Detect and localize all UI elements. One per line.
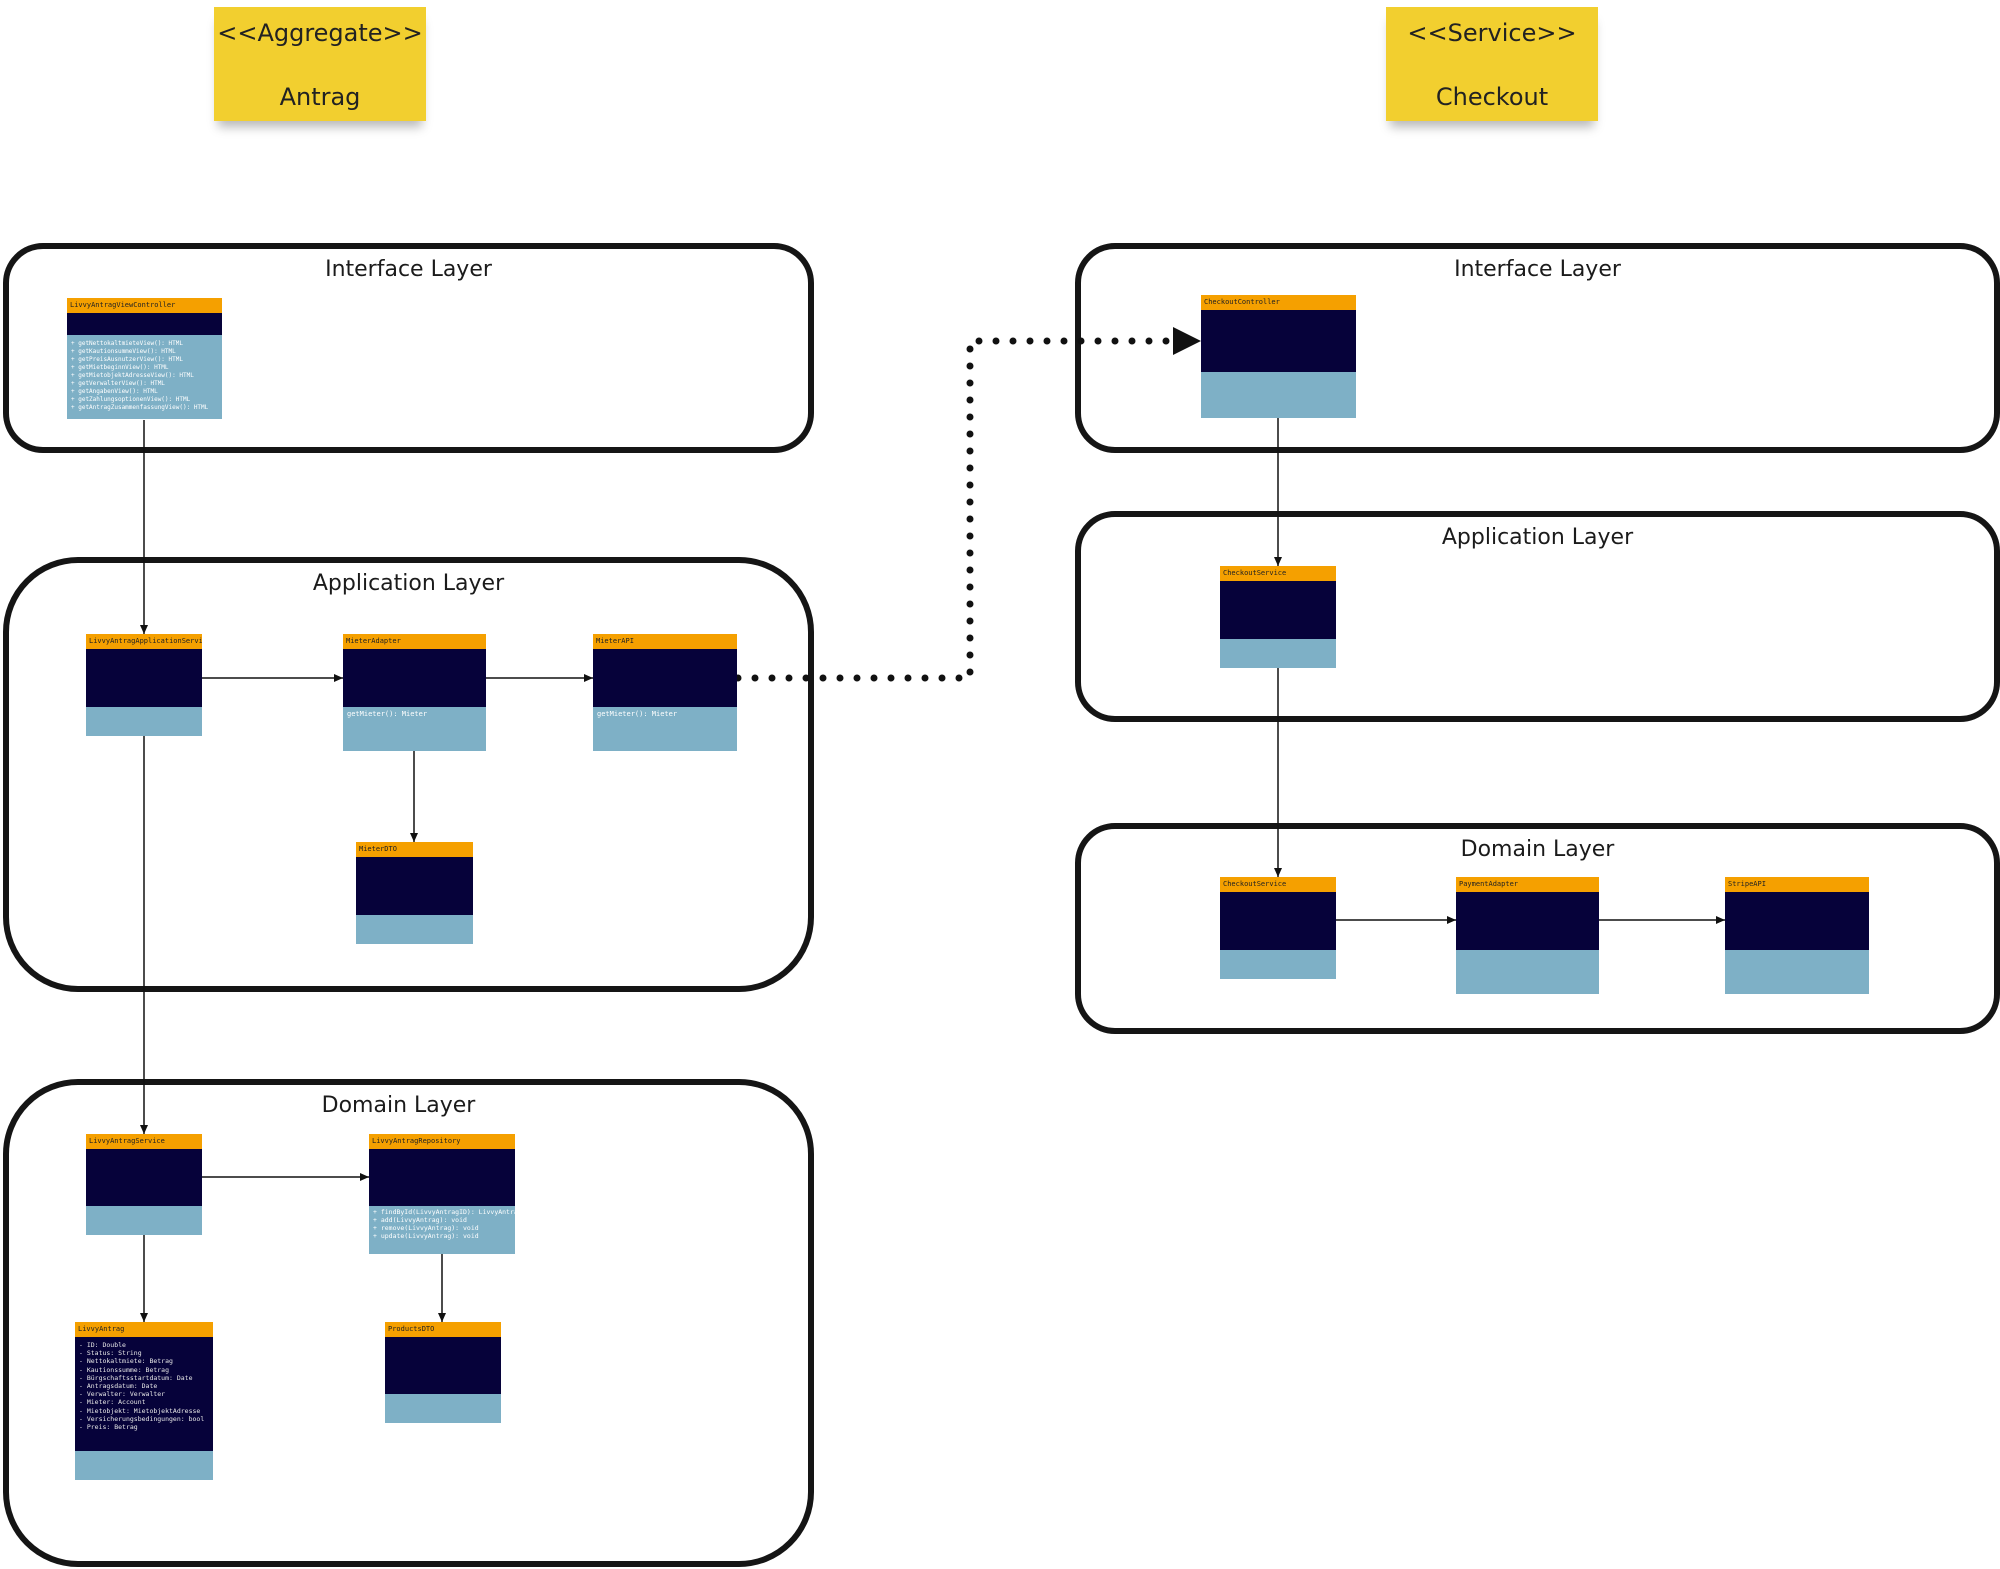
class-methods (86, 1206, 202, 1235)
class-mieter-dto[interactable]: MieterDTO (356, 842, 473, 944)
class-livvyantrag-entity[interactable]: LivvyAntrag - ID: Double - Status: Strin… (75, 1322, 213, 1480)
class-name: LivvyAntragRepository (369, 1134, 515, 1149)
attribute: - Kautionssumme: Betrag (79, 1365, 170, 1374)
class-attributes (356, 857, 473, 915)
class-name: PaymentAdapter (1456, 877, 1599, 892)
class-name: LivvyAntrag (75, 1322, 213, 1337)
class-name: MieterDTO (356, 842, 473, 857)
sticky-stereotype: <<Aggregate>> (217, 19, 423, 47)
class-methods (86, 707, 202, 736)
attribute: - Verwalter: Verwalter (79, 1390, 166, 1399)
class-attributes (1220, 892, 1336, 950)
class-name: CheckoutService (1220, 566, 1336, 581)
method: + findById(LivvyAntragID): LivvyAntrag (373, 1208, 515, 1216)
class-name: CheckoutService (1220, 877, 1336, 892)
method: + getNettokaltmieteView(): HTML (71, 340, 183, 347)
layer-title: Interface Layer (1454, 257, 1621, 282)
sticky-service[interactable]: <<Service>> Checkout (1386, 7, 1598, 121)
method: + getMietbeginnView(): HTML (71, 364, 169, 371)
method: + remove(LivvyAntrag): void (373, 1224, 479, 1232)
class-name: MieterAdapter (343, 634, 486, 649)
method: + getVerwalterView(): HTML (71, 380, 165, 387)
method: getMieter(): Mieter (597, 710, 678, 718)
attribute: - ID: Double (79, 1341, 126, 1349)
class-attributes (343, 649, 486, 707)
class-checkout-service-domain[interactable]: CheckoutService (1220, 877, 1336, 979)
class-methods: getMieter(): Mieter (343, 707, 486, 751)
class-attributes (1201, 310, 1356, 372)
class-methods: + getNettokaltmieteView(): HTML + getKau… (67, 335, 222, 419)
method: + getKautionsummeView(): HTML (71, 348, 176, 355)
class-methods (1456, 950, 1599, 994)
class-livvyantrag-view-controller[interactable]: LivvyAntragViewController + getNettokalt… (67, 298, 222, 419)
method: + update(LivvyAntrag): void (373, 1232, 479, 1240)
class-name: CheckoutController (1201, 295, 1356, 310)
class-methods (356, 915, 473, 944)
class-methods (75, 1451, 213, 1480)
sticky-aggregate[interactable]: <<Aggregate>> Antrag (214, 7, 426, 121)
class-livvyantrag-service[interactable]: LivvyAntragService (86, 1134, 202, 1235)
class-livvyantrag-repository[interactable]: LivvyAntragRepository + findById(LivvyAn… (369, 1134, 515, 1254)
attribute: - Bürgschaftsstartdatum: Date (79, 1373, 193, 1382)
class-name: MieterAPI (593, 634, 737, 649)
class-name: LivvyAntragService (86, 1134, 202, 1149)
attribute: - Mieter: Account (79, 1398, 146, 1407)
class-attributes: - ID: Double - Status: String - Nettokal… (75, 1337, 213, 1451)
class-checkout-service-app[interactable]: CheckoutService (1220, 566, 1336, 668)
method: + add(LivvyAntrag): void (373, 1216, 467, 1224)
class-attributes (593, 649, 737, 707)
edge-mieterapi-to-checkoutcontroller-dotted (734, 337, 1179, 682)
class-attributes (1456, 892, 1599, 950)
class-attributes (1725, 892, 1869, 950)
layer-title: Application Layer (1441, 525, 1634, 550)
class-name: LivvyAntragViewController (67, 298, 222, 313)
class-name: StripeAPI (1725, 877, 1869, 892)
method: + getAngaben​View(): HTML (71, 388, 158, 395)
class-mieter-api[interactable]: MieterAPI getMieter(): Mieter (593, 634, 737, 751)
class-products-dto[interactable]: ProductsDTO (385, 1322, 501, 1423)
attribute: - Mietobjekt: MietobjektAdresse (79, 1406, 201, 1415)
class-checkout-controller[interactable]: CheckoutController (1201, 295, 1356, 418)
class-methods (1725, 950, 1869, 994)
sticky-stereotype: <<Service>> (1407, 19, 1577, 47)
class-methods: getMieter(): Mieter (593, 707, 737, 751)
method: getMieter(): Mieter (347, 710, 428, 718)
attribute: - Nettokaltmiete: Betrag (79, 1357, 173, 1366)
class-mieter-adapter[interactable]: MieterAdapter getMieter(): Mieter (343, 634, 486, 751)
sticky-name: Checkout (1435, 83, 1549, 111)
class-attributes (86, 649, 202, 707)
class-attributes (67, 313, 222, 335)
class-methods (1201, 372, 1356, 418)
class-stripe-api[interactable]: StripeAPI (1725, 877, 1869, 994)
class-payment-adapter[interactable]: PaymentAdapter (1456, 877, 1599, 994)
method: + getAntragZusammenfassungView(): HTML (71, 404, 209, 411)
class-methods: + findById(LivvyAntragID): LivvyAntrag +… (369, 1206, 515, 1254)
arrowhead-dotted (1173, 327, 1201, 355)
sticky-name: Antrag (279, 83, 361, 111)
layer-title: Application Layer (312, 571, 505, 596)
class-attributes (86, 1149, 202, 1206)
class-methods (385, 1394, 501, 1423)
class-methods (1220, 950, 1336, 979)
class-livvyantrag-application-service[interactable]: LivvyAntragApplicationService (86, 634, 202, 736)
attribute: - Preis: Betrag (79, 1423, 138, 1432)
method: + getZahlungsoptionenView(): HTML (71, 396, 191, 403)
method: + getMietobjektAdresseView(): HTML (71, 372, 194, 379)
layer-title: Domain Layer (321, 1093, 476, 1118)
class-attributes (369, 1149, 515, 1206)
class-attributes (1220, 581, 1336, 639)
attribute: - Status: String (79, 1349, 142, 1358)
method: + getPreisAusnutzerView(): HTML (71, 356, 183, 363)
class-methods (1220, 639, 1336, 668)
layer-title: Interface Layer (325, 257, 492, 282)
class-name: LivvyAntragApplicationService (86, 634, 202, 649)
attribute: - Versicherungsbedingungen: bool (79, 1414, 205, 1423)
class-attributes (385, 1337, 501, 1394)
class-name: ProductsDTO (385, 1322, 501, 1337)
layer-title: Domain Layer (1460, 837, 1615, 862)
attribute: - Antragsdatum: Date (79, 1382, 158, 1391)
